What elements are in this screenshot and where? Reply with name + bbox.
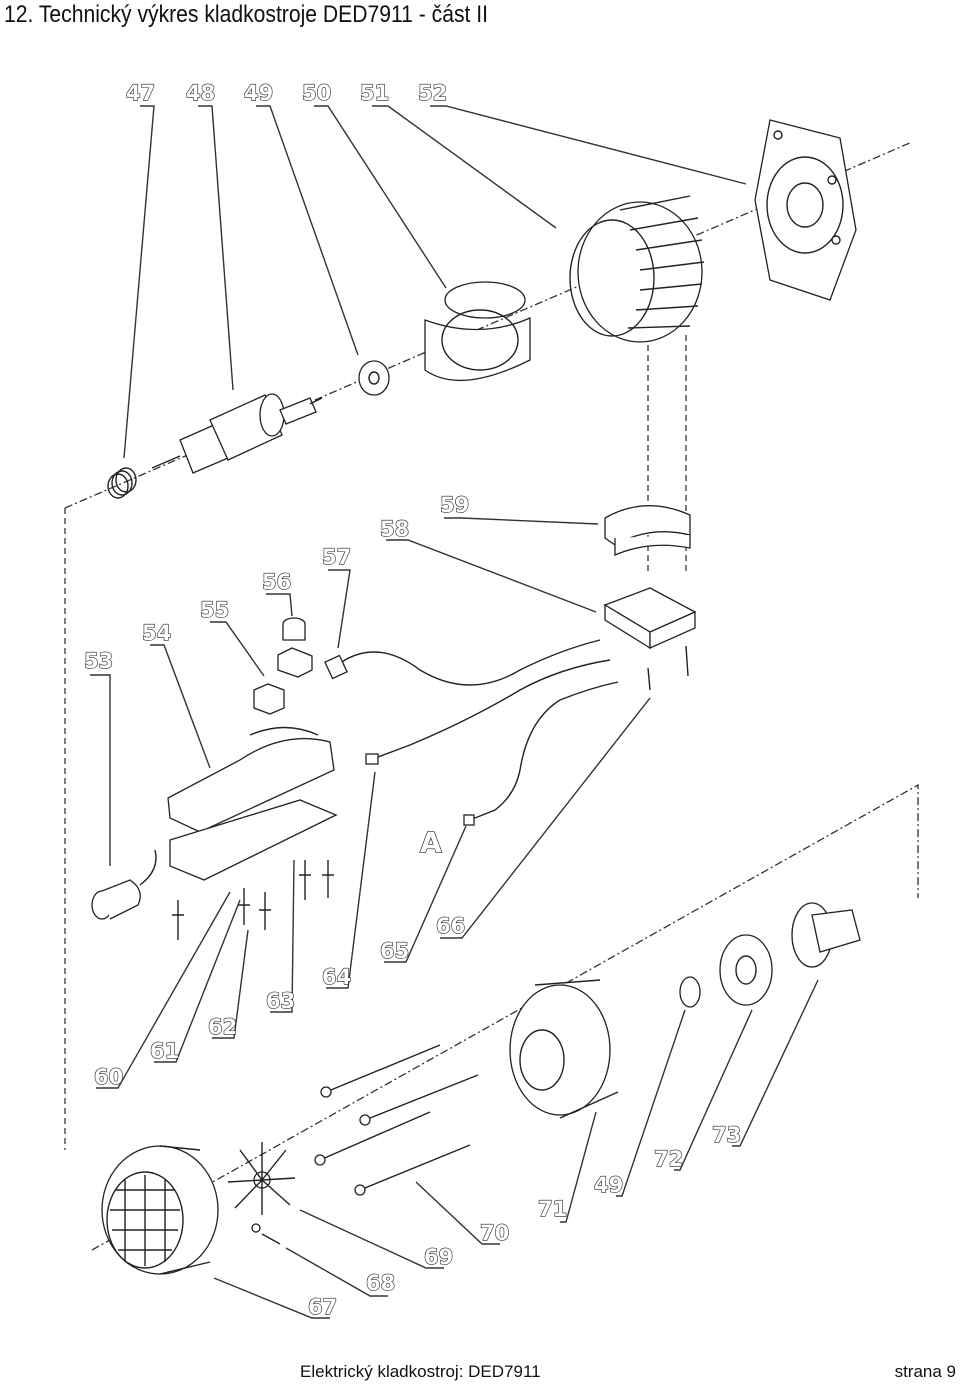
power-cable-part (324, 639, 601, 686)
part-label: 60 (94, 1065, 123, 1089)
small-screw-part (251, 1223, 281, 1245)
part-label: 71 (538, 1197, 567, 1221)
part-label: 55 (200, 598, 229, 622)
part-label: 69 (424, 1245, 453, 1269)
fan-guard-part (101, 1145, 219, 1275)
part-label: 50 (302, 81, 331, 105)
part-label: 65 (380, 939, 409, 963)
part-label: 64 (322, 965, 351, 989)
brake-disc-part (791, 902, 861, 968)
section-marker-a: A (420, 826, 442, 859)
control-housing-part (167, 726, 338, 881)
capacitor-part (91, 849, 157, 920)
stator-winding-part (424, 281, 531, 381)
part-label: 61 (150, 1039, 179, 1063)
page-title: 12. Technický výkres kladkostroje DED791… (4, 1, 489, 28)
callout-lines (90, 105, 819, 1319)
part-label: 49 (244, 81, 273, 105)
part-label: 51 (360, 81, 389, 105)
part-label: 54 (142, 621, 171, 645)
bearing-part (358, 360, 390, 396)
part-label: 58 (380, 517, 409, 541)
control-cable-part (463, 681, 619, 826)
end-flange-part (754, 119, 857, 301)
part-label: 48 (186, 81, 215, 105)
fan-impeller-part (227, 1142, 296, 1215)
rotor-part (151, 393, 323, 474)
frame-link-line (647, 335, 687, 575)
washer-part (719, 934, 773, 1006)
part-label: 63 (266, 989, 295, 1013)
part-label: 57 (322, 545, 351, 569)
switch-block-part (253, 683, 285, 715)
part-label: 47 (126, 81, 155, 105)
part-label: 68 (366, 1271, 395, 1295)
part-label: 59 (440, 493, 469, 517)
footer-document-name: Elektrický kladkostroj: DED7911 (300, 1362, 541, 1381)
part-label: 56 (262, 570, 291, 594)
part-label: 53 (84, 649, 113, 673)
spring-part (107, 467, 137, 499)
screws-part (172, 860, 334, 940)
cable-part (365, 659, 611, 765)
bearing-small-part (679, 976, 701, 1008)
terminal-box-part (603, 587, 697, 691)
axis-line-lower (91, 783, 919, 1251)
footer-page-number: strana 9 (894, 1362, 956, 1381)
part-label: 73 (712, 1123, 741, 1147)
part-label: 62 (208, 1015, 237, 1039)
part-label: 66 (436, 914, 465, 938)
brake-shoe-part (604, 505, 691, 556)
part-label: 52 (418, 81, 447, 105)
part-label: 49 (594, 1173, 623, 1197)
fan-cover-part (509, 979, 619, 1119)
part-label: 70 (480, 1221, 509, 1245)
push-button-part (277, 617, 313, 678)
part-label: 67 (308, 1295, 337, 1319)
motor-housing-part (569, 195, 705, 343)
part-labels: 47 48 49 50 51 52 53 54 55 56 57 58 59 6… (83, 80, 741, 1319)
tie-rods-part (314, 1044, 479, 1196)
part-label: 72 (654, 1147, 683, 1171)
